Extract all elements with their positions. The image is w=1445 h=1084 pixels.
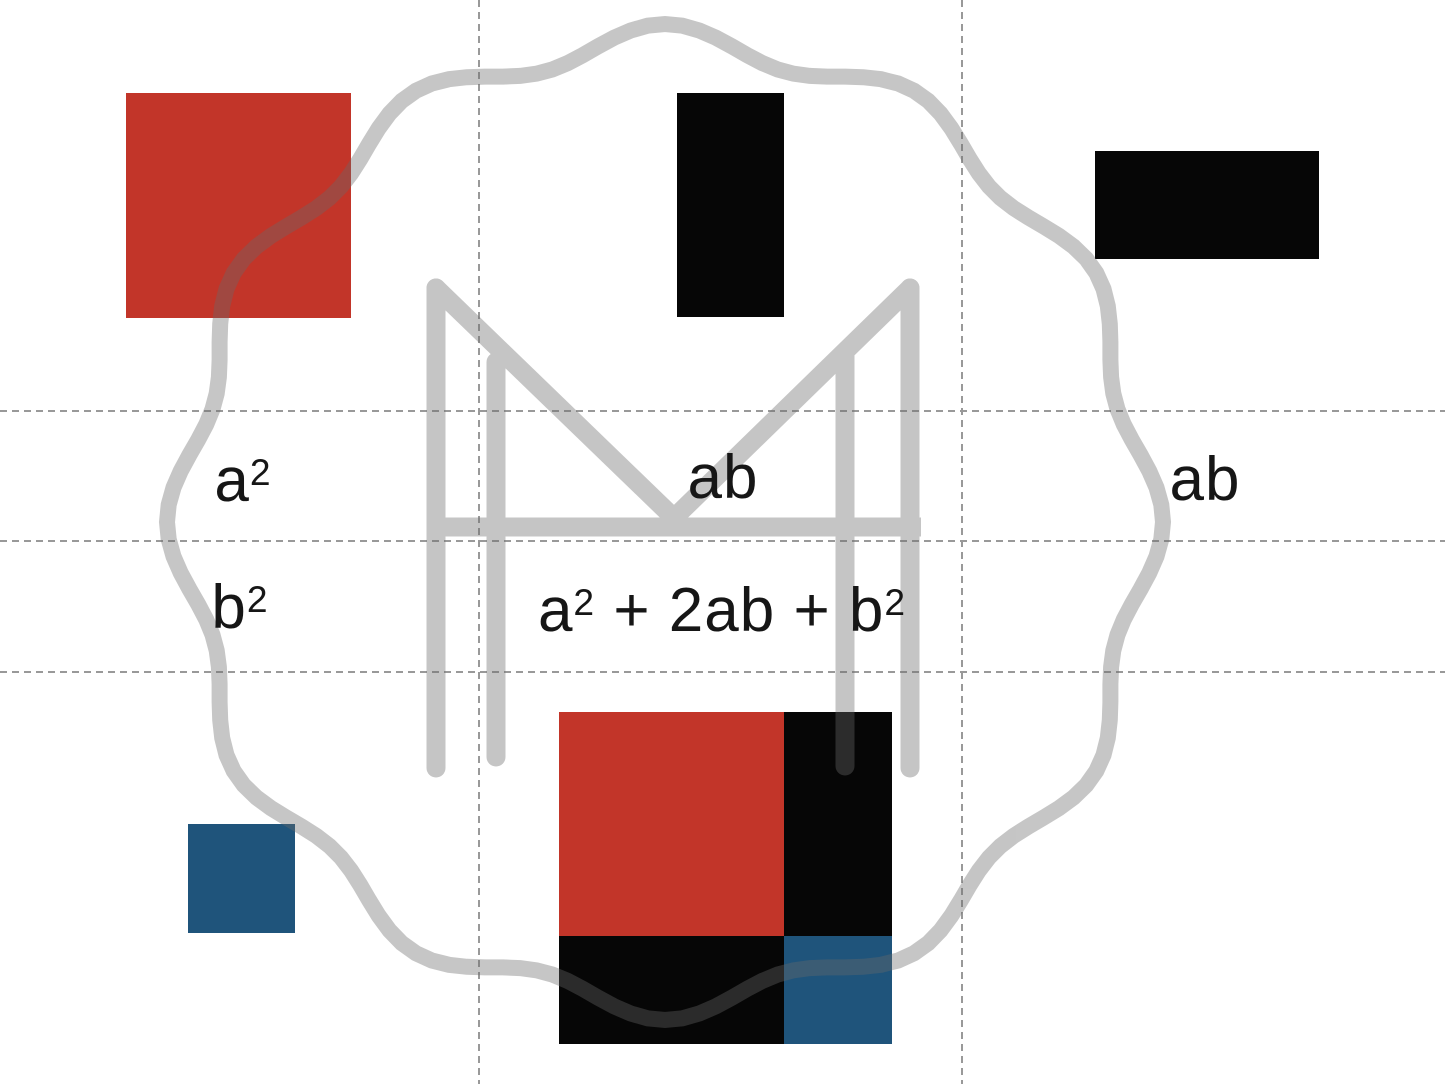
label-trinomial: a2 + 2ab + b2	[538, 580, 906, 642]
m-monogram-icon	[426, 278, 921, 778]
composite-black-rect-ab-bottom	[559, 936, 784, 1044]
label-b-squared-base: b	[211, 573, 247, 642]
red-square-a2	[126, 93, 351, 318]
trinomial-exponent1: 2	[573, 581, 596, 624]
composite-blue-square-b2	[784, 936, 892, 1044]
composite-black-rect-ab-right	[784, 712, 892, 936]
trinomial-part2: + 2ab + b	[595, 576, 885, 645]
composite-red-square-a2	[559, 712, 784, 936]
label-a-squared-exponent: 2	[249, 451, 272, 494]
label-ab-middle: ab	[687, 443, 759, 512]
label-a-squared: a2	[214, 450, 271, 512]
blue-square-b2	[188, 824, 295, 933]
label-ab-right: ab	[1169, 445, 1241, 514]
label-b-squared-exponent: 2	[246, 578, 269, 621]
black-rect-ab-vertical	[677, 93, 784, 317]
label-a-squared-base: a	[214, 446, 250, 515]
m-monogram-seal-watermark	[158, 15, 1172, 1029]
trinomial-part1: a	[537, 576, 574, 645]
black-rect-ab-horizontal	[1095, 151, 1319, 259]
scalloped-seal-border-icon	[158, 15, 1172, 1029]
label-b-squared: b2	[211, 577, 268, 639]
trinomial-exponent2: 2	[884, 581, 907, 624]
